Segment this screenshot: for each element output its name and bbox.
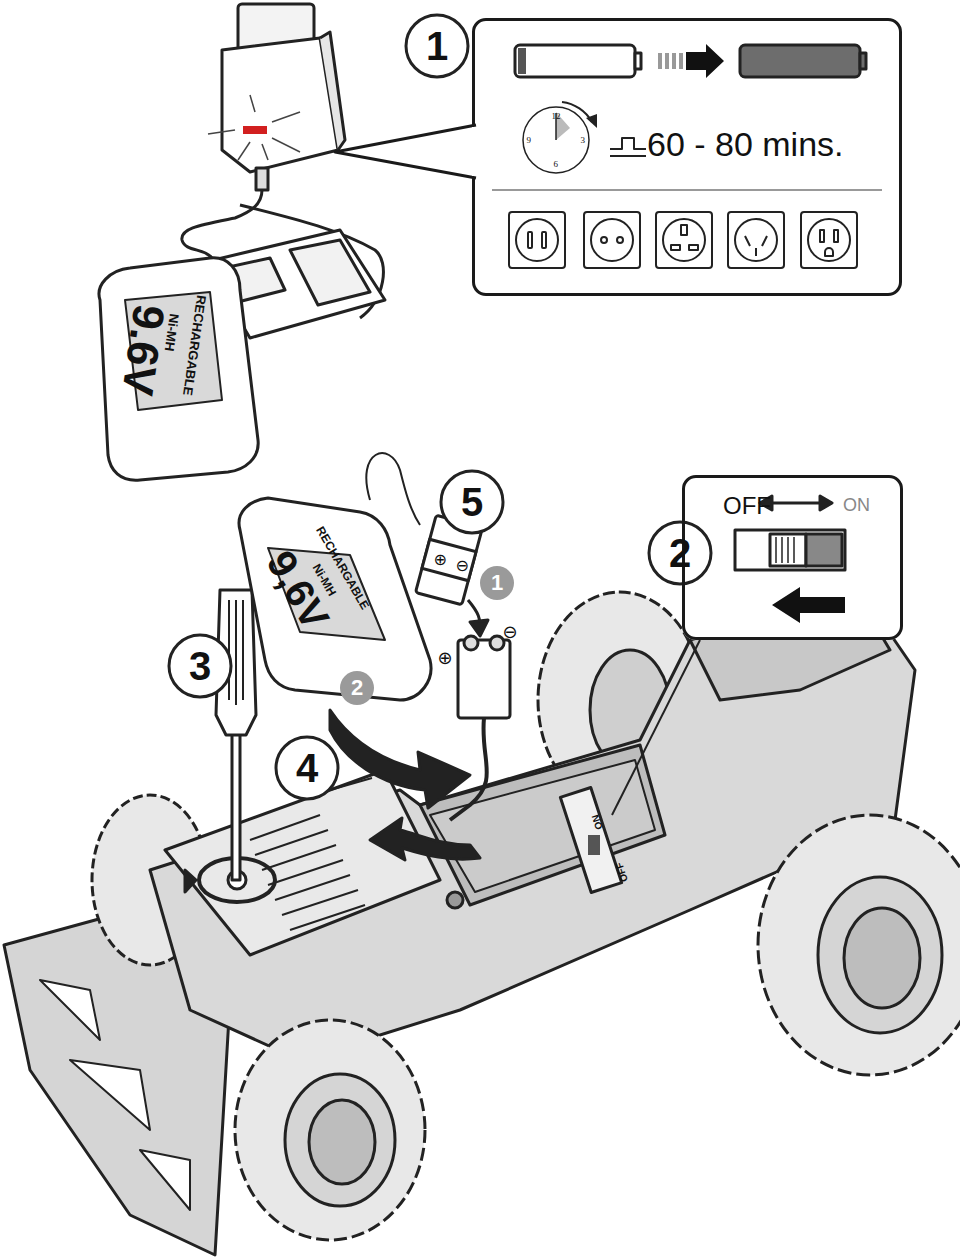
polarity-mark: ⊖ — [456, 558, 469, 574]
switch-off-label: OFF — [723, 492, 771, 520]
callout-number: 5 — [461, 482, 483, 522]
clock-number: 9 — [527, 136, 532, 145]
polarity-mark: ⊕ — [434, 552, 447, 568]
polarity-mark: ⊖ — [503, 623, 518, 641]
info-panel: OFF ON — [682, 475, 903, 640]
clock-number: 6 — [554, 160, 559, 169]
callout-number: 4 — [296, 748, 318, 788]
callout-number: 1 — [426, 26, 448, 66]
battery-voltage: 9.6V — [115, 302, 171, 398]
duration-text: 60 - 80 mins. — [647, 125, 844, 164]
callout-number: 3 — [189, 646, 211, 686]
polarity-mark: ⊕ — [438, 649, 453, 667]
step-number: 2 — [351, 677, 363, 699]
step-number: 1 — [491, 572, 503, 594]
info-panel: 60 - 80 mins. — [472, 18, 902, 296]
switch-on-label: ON — [843, 495, 870, 516]
clock-number: 12 — [552, 112, 561, 121]
clock-number: 3 — [581, 136, 586, 145]
callout-number: 2 — [669, 533, 691, 573]
